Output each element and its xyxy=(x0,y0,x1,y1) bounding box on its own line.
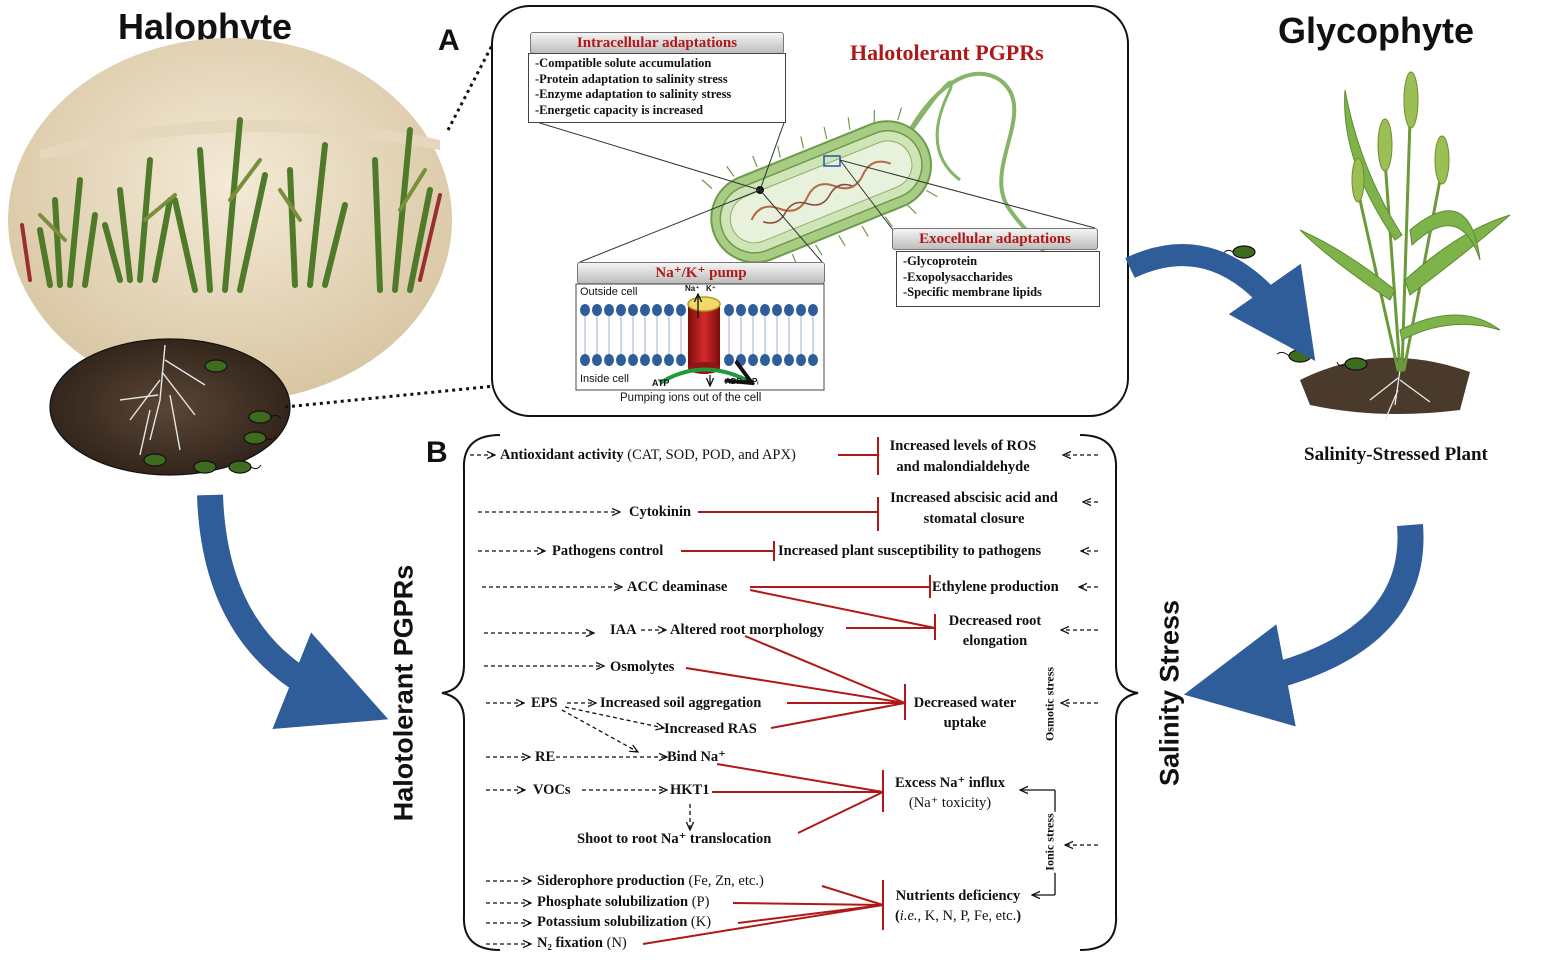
exocellular-item: -Specific membrane lipids xyxy=(903,285,1042,299)
intracellular-item: -Compatible solute accumulation xyxy=(535,56,712,70)
k-ion-label: K⁺ xyxy=(706,284,716,293)
glycophyte-title: Glycophyte xyxy=(1278,10,1475,51)
siderophore-production: Siderophore production (Fe, Zn, etc.) xyxy=(537,873,764,889)
phosphate-solubilization: Phosphate solubilization (P) xyxy=(537,894,710,910)
left-brace xyxy=(441,434,501,951)
exocellular-item: -Glycoprotein xyxy=(903,254,978,268)
panel-a-letter: A xyxy=(438,24,460,57)
n2-fixation: N₂ fixation (N) xyxy=(537,935,627,951)
intracellular-item: -Energetic capacity is increased xyxy=(535,102,704,117)
flow-arrows xyxy=(197,244,1424,729)
dashed-arrows xyxy=(470,455,1098,944)
intracellular-list: -Compatible solute accumulation -Protein… xyxy=(528,53,786,123)
panel-b-letter: B xyxy=(426,436,448,469)
glycophyte-illustration xyxy=(1222,71,1511,421)
cytokinin: Cytokinin xyxy=(629,504,692,520)
pathogens-control: Pathogens control xyxy=(552,543,664,559)
na-ion-label: Na⁺ xyxy=(685,284,700,293)
iaa: IAA xyxy=(610,622,637,638)
adp-label: ADP & Pᵢ xyxy=(725,377,759,386)
effect-ros: Increased levels of ROS and malondialdeh… xyxy=(889,438,1037,475)
exocellular-header: Exocellular adaptations xyxy=(892,228,1098,250)
salinity-stressed-plant-caption: Salinity-Stressed Plant xyxy=(1304,444,1488,465)
intracellular-item: -Protein adaptation to salinity stress xyxy=(535,71,728,86)
effect-root-elongation: Decreased root elongation xyxy=(948,613,1042,649)
exocellular-list: -Glycoprotein -Exopolysaccharides -Speci… xyxy=(896,251,1100,307)
effect-nutrients-deficiency: Nutrients deficiency (i.e., K, N, P, Fe,… xyxy=(894,888,1022,924)
bind-na: Bind Na⁺ xyxy=(667,749,726,765)
ionic-stress-label: Ionic stress xyxy=(1042,811,1058,873)
intracellular-item: -Enzyme adaptation to salinity stress xyxy=(535,87,732,101)
effect-na-influx: Excess Na⁺ influx (Na⁺ toxicity) xyxy=(895,775,1005,811)
hkt1: HKT1 xyxy=(670,782,710,798)
intracellular-header: Intracellular adaptations xyxy=(530,32,784,54)
right-brace xyxy=(1079,434,1139,951)
exocellular-item: -Exopolysaccharides xyxy=(903,269,1013,284)
osmotic-stress-label: Osmotic stress xyxy=(1042,666,1057,742)
effect-ethylene: Ethylene production xyxy=(932,579,1059,595)
eps: EPS xyxy=(531,695,558,711)
re: RE xyxy=(535,749,556,765)
shoot-to-root-translocation: Shoot to root Na⁺ translocation xyxy=(577,831,772,847)
effect-susceptibility: Increased plant susceptibility to pathog… xyxy=(778,543,1042,559)
potassium-solubilization: Potassium solubilization (K) xyxy=(537,914,712,930)
halophyte-illustration xyxy=(8,38,452,476)
effect-water-uptake: Decreased water uptake xyxy=(913,695,1017,731)
acc-deaminase: ACC deaminase xyxy=(627,579,728,595)
increased-ras: Increased RAS xyxy=(664,721,757,737)
membrane-illustration xyxy=(575,283,825,391)
effect-abscisic-acid: Increased abscisic acid and stomatal clo… xyxy=(890,490,1058,527)
halotolerant-pgprs-heading: Halotolerant PGPRs xyxy=(850,40,1044,65)
osmolytes: Osmolytes xyxy=(610,659,675,675)
altered-root-morphology: Altered root morphology xyxy=(670,622,825,638)
pump-caption: Pumping ions out of the cell xyxy=(620,392,762,404)
inhibition-lines xyxy=(642,437,936,945)
outside-cell-label: Outside cell xyxy=(580,286,638,298)
antioxidant-activity: Antioxidant activity (CAT, SOD, POD, and… xyxy=(500,447,796,463)
pump-header: Na⁺/K⁺ pump xyxy=(577,262,825,284)
atp-label: ATP xyxy=(652,378,670,388)
increased-soil-aggregation: Increased soil aggregation xyxy=(600,695,762,711)
bacterium-illustration xyxy=(701,71,1049,291)
vocs: VOCs xyxy=(533,782,571,798)
inside-cell-label: Inside cell xyxy=(580,373,629,385)
callout-lines xyxy=(529,119,1096,263)
